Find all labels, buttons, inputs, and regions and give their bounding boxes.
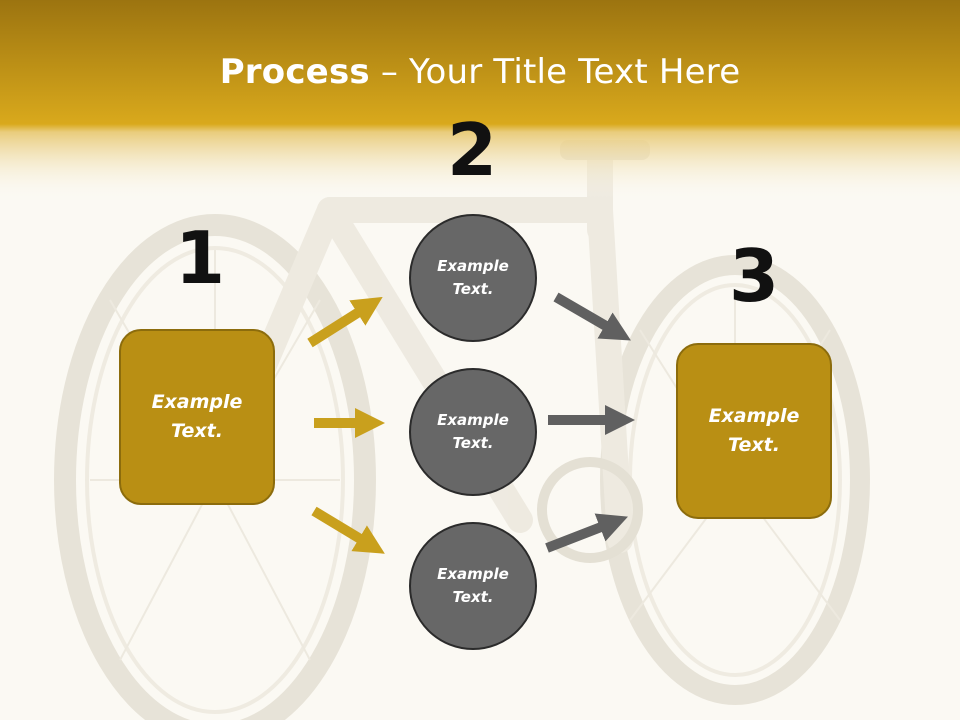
circle-middle: Example Text. (409, 368, 537, 496)
title-bold: Process (219, 52, 370, 92)
left-box-text: Example Text. (151, 391, 243, 442)
step-number-3: 3 (728, 234, 780, 318)
step-number-1: 1 (174, 216, 226, 300)
title-rest: – Your Title Text Here (369, 52, 741, 92)
right-box-text: Example Text. (708, 405, 800, 456)
circle-bottom: Example Text. (409, 522, 537, 650)
gold-arrow-down (311, 506, 385, 554)
circle-top-text: Example Text. (437, 257, 509, 298)
circle-top: Example Text. (409, 214, 537, 342)
step-number-2: 2 (446, 108, 498, 192)
circle-bottom-text: Example Text. (437, 565, 509, 606)
slide-title: Process – Your Title Text Here (0, 52, 960, 92)
gold-arrow-up (307, 296, 383, 348)
left-box: Example Text. (119, 329, 275, 505)
gray-arrow-up (545, 513, 628, 553)
circle-middle-text: Example Text. (437, 411, 509, 452)
right-box: Example Text. (676, 343, 832, 519)
gray-arrow-down (553, 292, 631, 341)
